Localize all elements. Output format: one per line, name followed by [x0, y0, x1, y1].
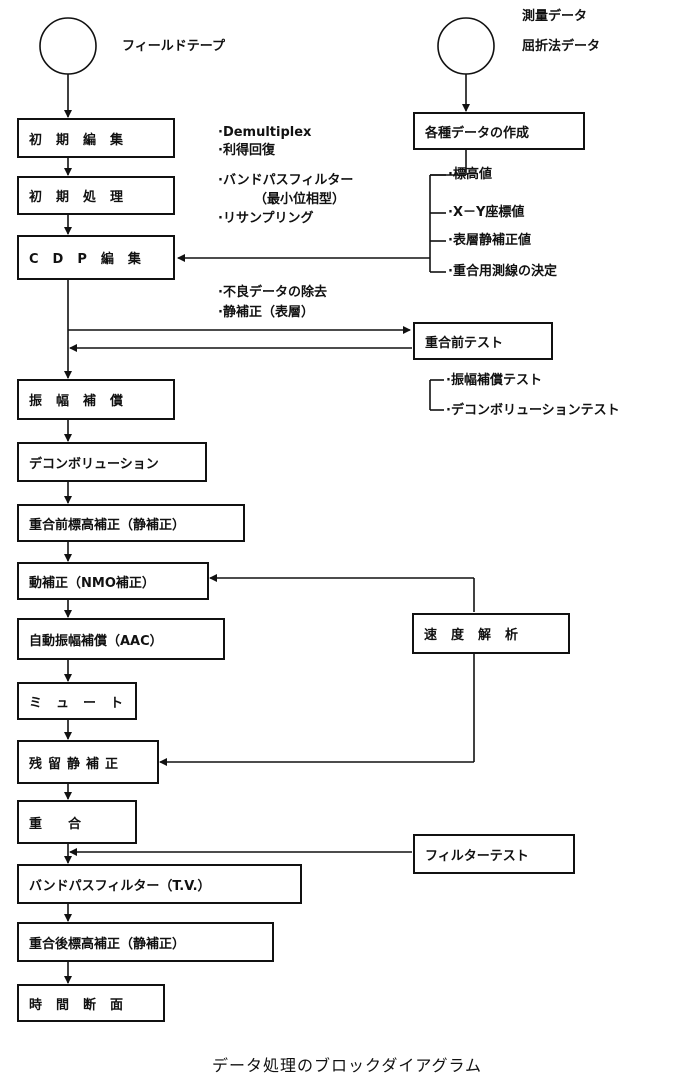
- box-pre-stack-test: 重合前テスト: [413, 322, 553, 360]
- step-mute: ミュート: [17, 682, 137, 720]
- step-aac: 自動振幅補償（AAC）: [17, 618, 225, 660]
- note-bad-data-removal: ·不良データの除去: [218, 285, 327, 300]
- step-cdp-edit: CDP編集: [17, 235, 175, 280]
- step-post-stack-elevation-correction: 重合後標高補正（静補正）: [17, 922, 274, 962]
- step-stack: 重合: [17, 800, 137, 844]
- note-minimum-phase: （最小位相型）: [254, 192, 346, 207]
- box-filter-test: フィルターテスト: [413, 834, 575, 874]
- field-tape-reel-icon: [39, 17, 97, 75]
- step-initial-processing: 初期処理: [17, 176, 175, 215]
- step-nmo-correction: 動補正（NMO補正）: [17, 562, 209, 600]
- note-gain-recovery: ·利得回復: [218, 143, 275, 158]
- step-time-section: 時間断面: [17, 984, 165, 1022]
- item-amplitude-test: ·振幅補償テスト: [446, 373, 542, 388]
- item-stack-line: ·重合用測線の決定: [448, 264, 557, 279]
- refraction-data-label: 屈折法データ: [522, 39, 601, 54]
- item-elevation: ·標高値: [448, 167, 492, 182]
- step-residual-static-correction: 残留静補正: [17, 740, 159, 784]
- step-amplitude-compensation: 振幅補償: [17, 379, 175, 420]
- step-pre-stack-elevation-correction: 重合前標高補正（静補正）: [17, 504, 245, 542]
- box-data-creation: 各種データの作成: [413, 112, 585, 150]
- note-resampling: ·リサンプリング: [218, 211, 314, 226]
- item-xy-coordinates: ·X－Y座標値: [448, 205, 525, 220]
- note-bandpass-filter: ·バンドパスフィルター: [218, 173, 354, 188]
- step-bandpass-filter-tv: バンドパスフィルター（T.V.）: [17, 864, 302, 904]
- box-velocity-analysis: 速度解析: [412, 613, 570, 654]
- survey-data-reel-icon: [437, 17, 495, 75]
- step-initial-edit: 初期編集: [17, 118, 175, 158]
- field-tape-label: フィールドテープ: [122, 39, 225, 54]
- note-static-correction-surface: ·静補正（表層）: [218, 305, 314, 320]
- diagram-caption: データ処理のブロックダイアグラム: [211, 1056, 483, 1075]
- item-deconvolution-test: ·デコンボリューションテスト: [446, 403, 620, 418]
- item-surface-static: ·表層静補正値: [448, 233, 531, 248]
- step-deconvolution: デコンボリューション: [17, 442, 207, 482]
- note-demultiplex: ·Demultiplex: [218, 125, 312, 140]
- survey-data-label: 測量データ: [522, 9, 588, 24]
